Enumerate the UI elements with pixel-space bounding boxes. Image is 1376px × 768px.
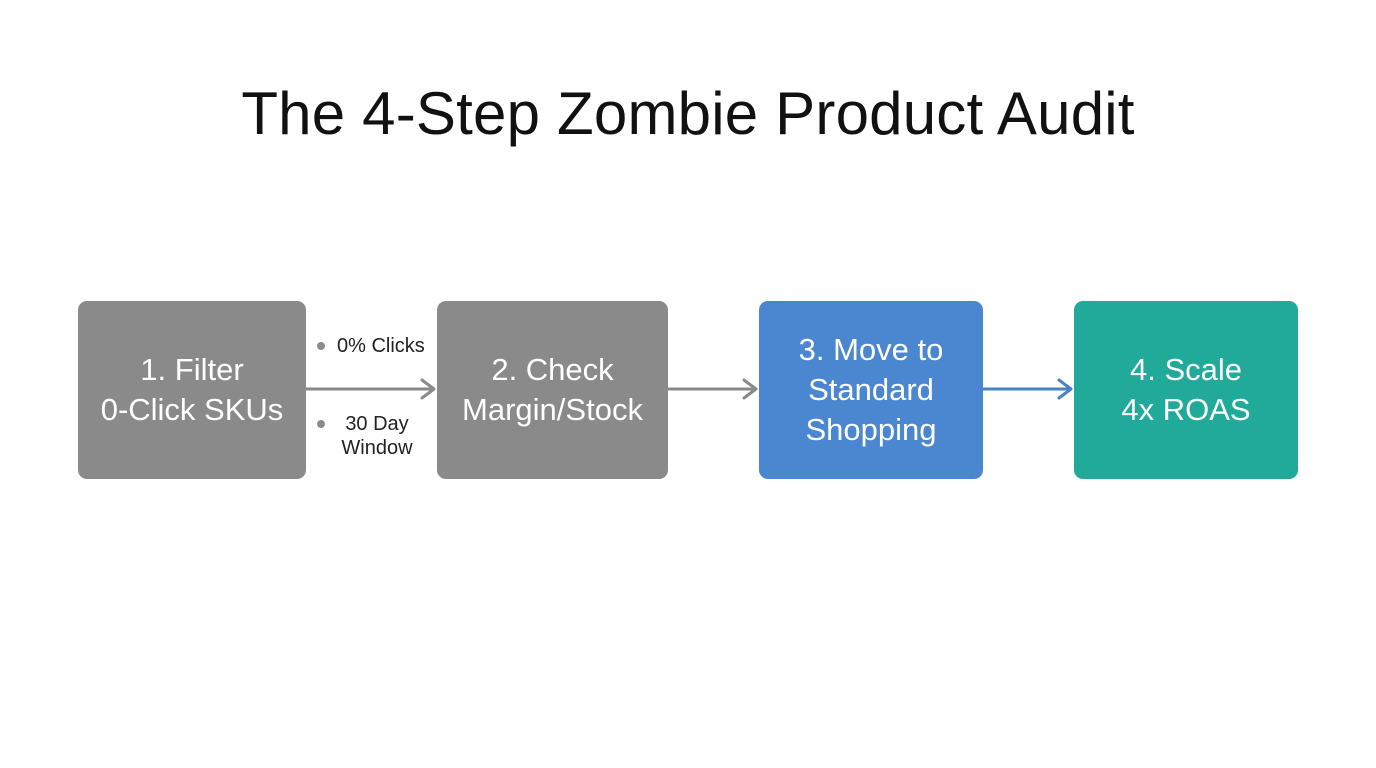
bullet-dot-icon bbox=[317, 420, 325, 428]
note-clicks-label: 0% Clicks bbox=[337, 335, 425, 357]
page-title: The 4-Step Zombie Product Audit bbox=[241, 80, 1135, 147]
step-3-box: 3. Move to Standard Shopping bbox=[759, 301, 983, 479]
step-2-label: 2. Check Margin/Stock bbox=[462, 352, 643, 427]
arrow-step1-to-step2 bbox=[304, 378, 436, 400]
step-4-box: 4. Scale 4x ROAS bbox=[1074, 301, 1298, 479]
note-window-label: 30 Day Window bbox=[341, 413, 413, 459]
arrow-step2-to-step3 bbox=[666, 378, 758, 400]
bullet-dot-icon bbox=[317, 342, 325, 350]
step-4-label: 4. Scale 4x ROAS bbox=[1121, 352, 1251, 427]
arrow-step3-to-step4 bbox=[981, 378, 1073, 400]
step-1-box: 1. Filter 0-Click SKUs bbox=[78, 301, 306, 479]
step-1-label: 1. Filter 0-Click SKUs bbox=[100, 352, 284, 427]
step-3-label: 3. Move to Standard Shopping bbox=[798, 332, 944, 447]
step-2-box: 2. Check Margin/Stock bbox=[437, 301, 668, 479]
